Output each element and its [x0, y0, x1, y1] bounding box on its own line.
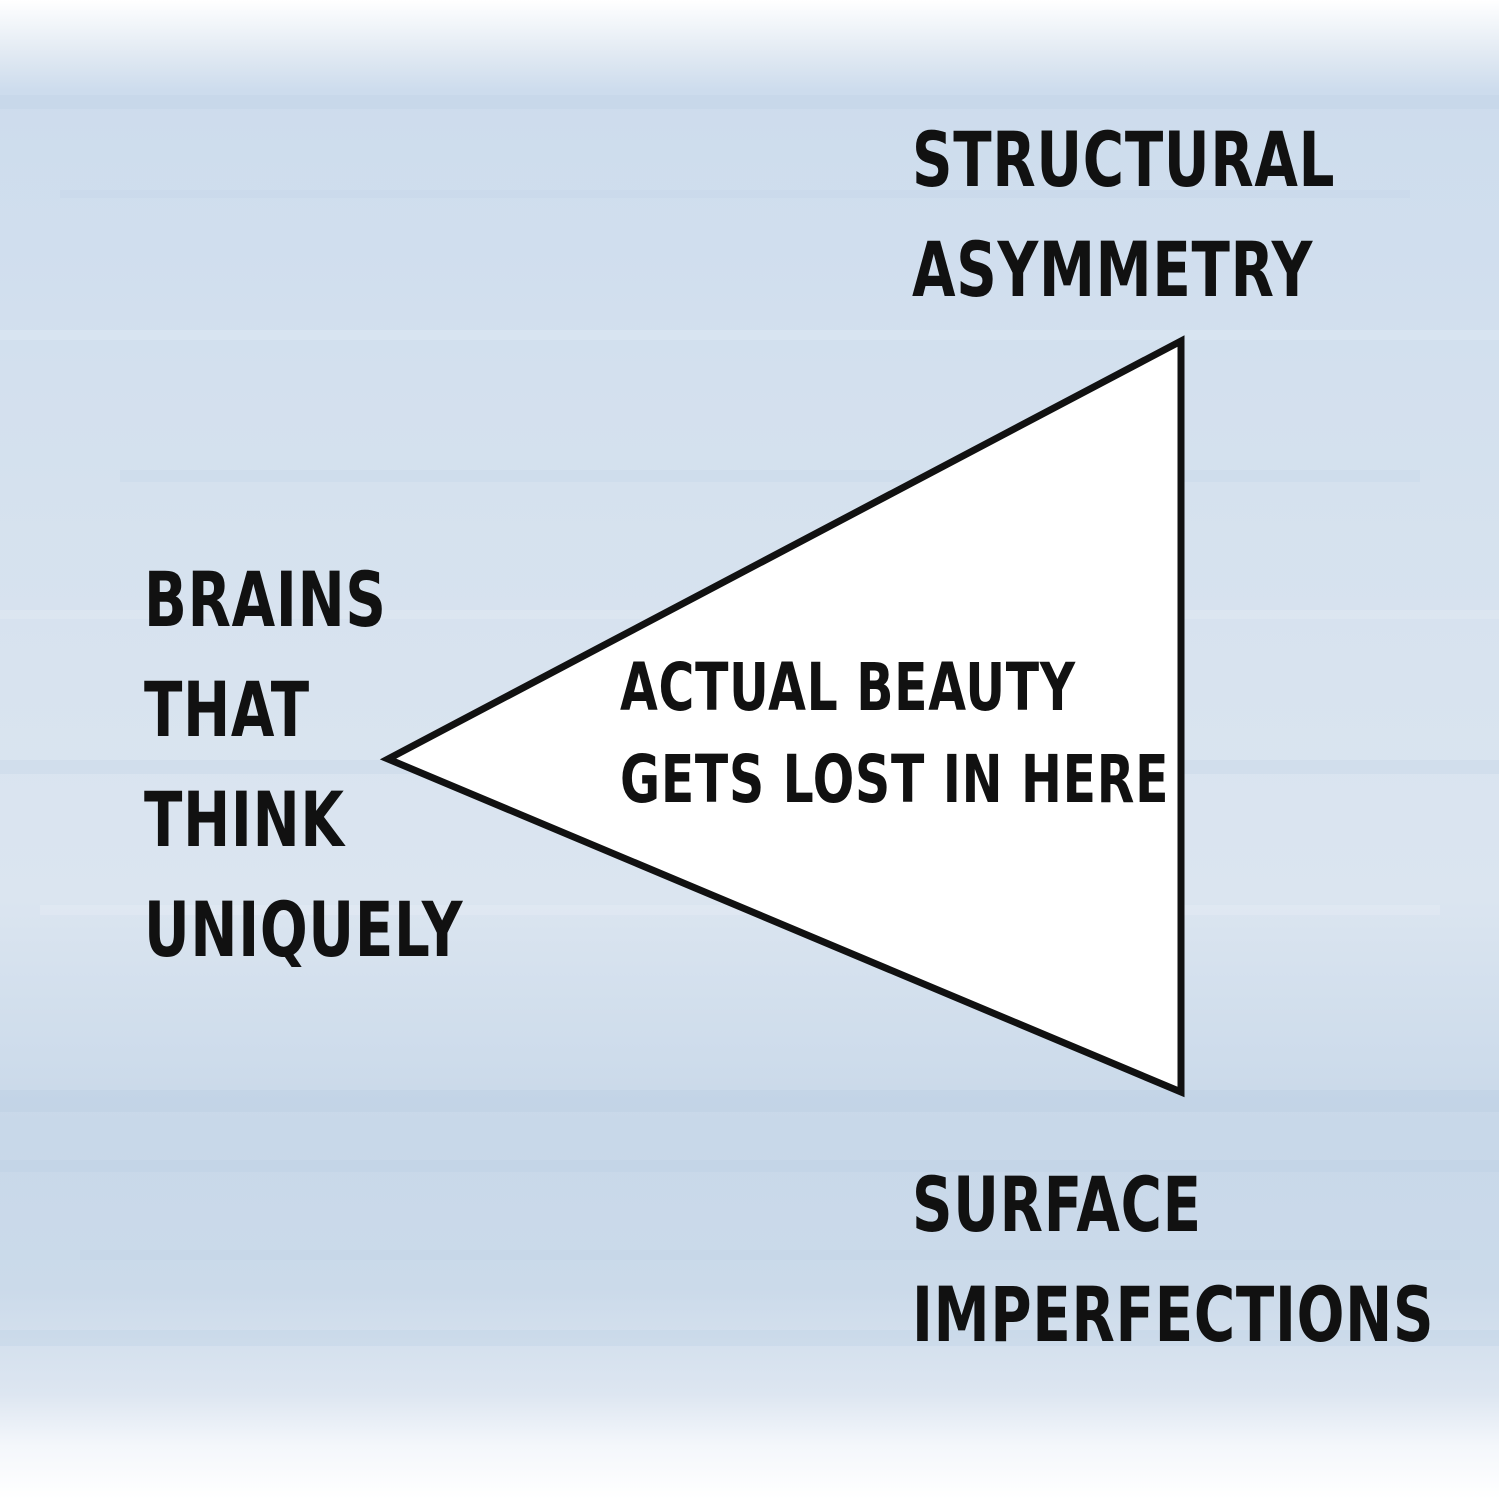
label-line: BRAINS	[144, 555, 387, 644]
label-line: ACTUAL BEAUTY	[620, 649, 1076, 726]
label-line: THINK	[144, 775, 345, 864]
label-line: GETS LOST IN HERE	[620, 741, 1170, 818]
label-line: SURFACE	[912, 1160, 1202, 1249]
structural-asymmetry-label: STRUCTURAL ASYMMETRY	[912, 105, 1335, 325]
label-line: IMPERFECTIONS	[912, 1270, 1435, 1359]
label-line: ASYMMETRY	[912, 225, 1314, 314]
surface-imperfections-label: SURFACE IMPERFECTIONS	[912, 1150, 1434, 1370]
funnel-triangle	[379, 335, 1185, 1098]
label-line: UNIQUELY	[144, 885, 464, 974]
label-line: STRUCTURAL	[912, 115, 1336, 204]
brains-that-think-uniquely-label: BRAINS THAT THINK UNIQUELY	[144, 545, 463, 985]
label-line: THAT	[144, 665, 310, 754]
actual-beauty-label: ACTUAL BEAUTY GETS LOST IN HERE	[620, 642, 1169, 826]
